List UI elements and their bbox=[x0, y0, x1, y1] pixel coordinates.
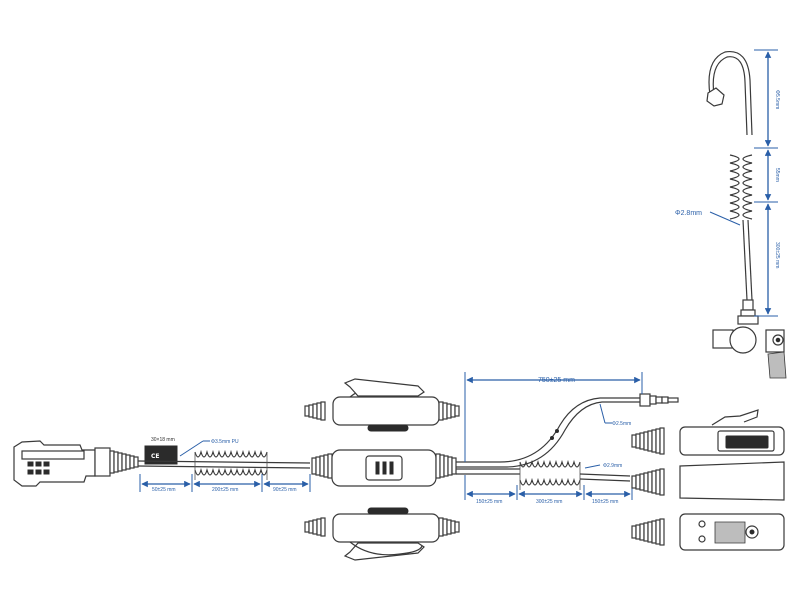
right-plug-middle bbox=[631, 461, 785, 501]
dim-vert-2: 55mm bbox=[774, 168, 780, 182]
earpiece-tube-label: Φ2.8mm bbox=[675, 210, 702, 217]
right-coiled-cord bbox=[519, 459, 581, 490]
top-ptt-unit bbox=[304, 378, 460, 432]
dim-seg-1: 50±25 mm bbox=[152, 487, 176, 493]
cable-bottom-label: Φ2.9mm bbox=[603, 463, 622, 469]
dim-top-length: 750±25 mm bbox=[538, 377, 575, 384]
cable-top-label: Φ2.5mm bbox=[612, 421, 631, 427]
junction-left-strain bbox=[311, 453, 333, 479]
acoustic-earpiece bbox=[706, 50, 787, 379]
vertical-dimensions: Φ5.5mm 55mm 300±25 mm bbox=[754, 49, 780, 317]
mid-cable-beads bbox=[550, 429, 559, 440]
connector-dims-label: 30×18 mm bbox=[151, 437, 175, 443]
dim-seg-6: 150±25 mm bbox=[592, 499, 618, 505]
right-dimension-row: 150±25 mm 300±25 mm 150±25 mm bbox=[464, 475, 633, 505]
ce-label-block: CE 30×18 mm bbox=[144, 437, 178, 465]
right-plug-top bbox=[631, 409, 785, 456]
junction-right-strain bbox=[435, 453, 457, 479]
left-dimension-row: 50±25 mm 200±25 mm 90±25 mm bbox=[139, 474, 311, 493]
cable-spec-label: Φ3.5mm PU bbox=[211, 439, 239, 445]
dim-seg-3: 90±25 mm bbox=[273, 487, 297, 493]
cable-spec-callout: Φ3.5mm PU bbox=[179, 439, 239, 457]
dim-vert-3: 300±25 mm bbox=[774, 242, 780, 268]
bottom-ptt-left-strain bbox=[304, 517, 326, 537]
earpiece-tube-callout: Φ2.8mm bbox=[675, 210, 741, 226]
radio-connector bbox=[13, 440, 139, 487]
connector-pins bbox=[27, 461, 50, 475]
top-ptt-right-strain bbox=[438, 401, 460, 421]
top-cable-spec: Φ2.5mm bbox=[599, 403, 631, 427]
top-length-dimension: 750±25 mm bbox=[464, 372, 643, 462]
connector-strain-relief bbox=[109, 450, 139, 474]
dim-seg-4: 150±25 mm bbox=[476, 499, 502, 505]
bottom-ptt-unit bbox=[304, 507, 460, 561]
ce-mark: CE bbox=[151, 453, 160, 460]
dim-seg-2: 200±25 mm bbox=[212, 487, 238, 493]
dim-vert-1: Φ5.5mm bbox=[774, 90, 780, 109]
small-plug-top bbox=[639, 393, 679, 407]
top-ptt-left-strain bbox=[304, 401, 326, 421]
right-plug-bottom bbox=[631, 513, 785, 551]
dim-seg-5: 300±25 mm bbox=[536, 499, 562, 505]
left-coiled-cord bbox=[194, 449, 268, 480]
bottom-cable-spec: Φ2.9mm bbox=[584, 463, 622, 469]
center-junction bbox=[311, 449, 457, 487]
earpiece-coil bbox=[729, 154, 753, 220]
bottom-ptt-right-strain bbox=[438, 517, 460, 537]
